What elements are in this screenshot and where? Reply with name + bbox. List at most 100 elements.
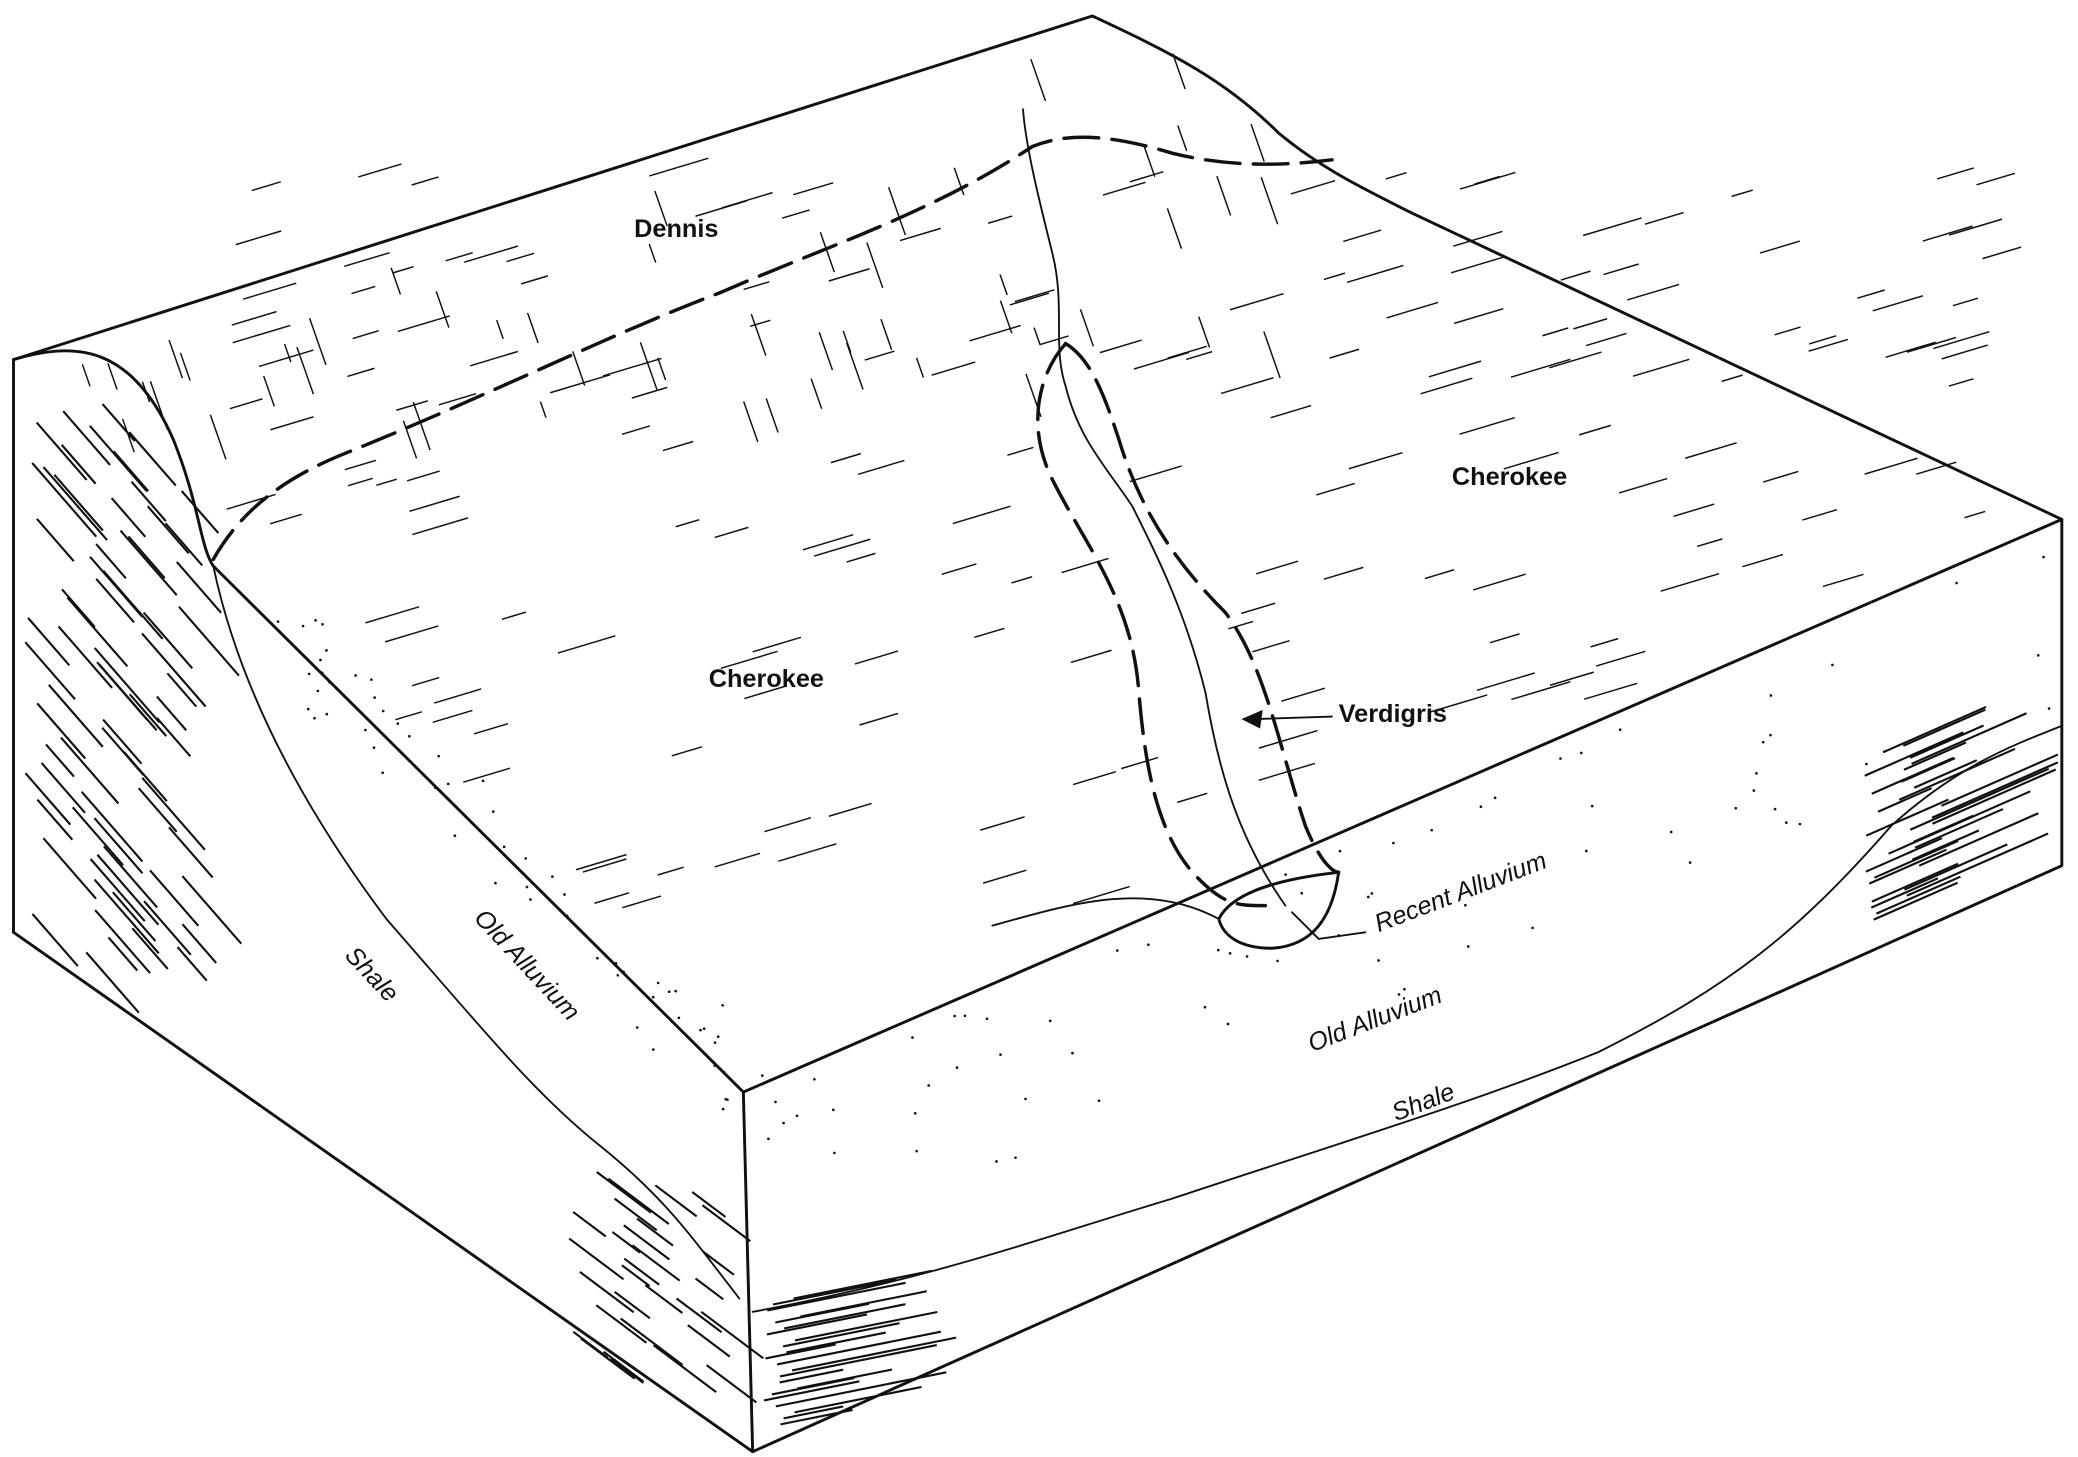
surface-stroke — [1129, 171, 1164, 183]
surface-stroke — [1660, 572, 1720, 592]
slope-stroke — [107, 362, 118, 390]
surface-stroke — [1385, 171, 1407, 180]
surface-stroke — [1922, 225, 1973, 242]
surface-stroke — [1133, 351, 1190, 370]
surface-stroke — [1453, 230, 1503, 247]
surface-stroke — [1774, 326, 1801, 336]
surface-stroke — [1476, 672, 1536, 692]
surface-stroke — [828, 802, 872, 817]
stipple-dot — [915, 1149, 918, 1153]
surface-stroke — [1102, 181, 1146, 196]
surface-stroke — [231, 310, 277, 326]
hatch-line — [607, 1177, 670, 1225]
surface-stroke — [899, 227, 941, 242]
hatch-line — [95, 578, 135, 623]
surface-stroke — [987, 215, 1013, 224]
hatch-line — [89, 425, 148, 493]
stipple-dot — [2042, 555, 2045, 559]
slope-stroke — [209, 414, 227, 460]
hatch-line — [62, 410, 111, 466]
stipple-dot — [307, 672, 311, 676]
hatch-line — [127, 535, 166, 579]
label-old-alluvium-front: Old Alluvium — [1304, 981, 1446, 1058]
hatch-line — [93, 878, 160, 955]
stipple-dot — [1024, 1097, 1027, 1101]
slope-stroke — [412, 401, 431, 451]
surface-stroke — [952, 505, 1011, 525]
surface-stroke — [1644, 211, 1684, 225]
surface-stroke — [721, 191, 773, 209]
hatch-line — [614, 1291, 651, 1320]
slope-stroke — [742, 401, 759, 443]
hatch-line — [45, 743, 75, 778]
stipple-dot — [1203, 1005, 1207, 1009]
surface-stroke — [1420, 377, 1473, 395]
stipple-dot — [1761, 740, 1765, 744]
label-dennis: Dennis — [634, 215, 718, 243]
surface-stroke — [344, 459, 377, 471]
surface-stroke — [969, 324, 1021, 342]
stipple-dot — [1882, 750, 1886, 753]
surface-stroke — [258, 349, 314, 368]
hatch-line — [141, 777, 206, 851]
hatch-line — [60, 736, 120, 805]
hatch-line — [620, 1317, 684, 1366]
slope-stroke — [887, 187, 907, 236]
hatch-line — [766, 1313, 868, 1336]
hatch-line — [1918, 812, 2039, 867]
hatch-line — [1888, 790, 2031, 855]
stipple-dot — [1865, 762, 1868, 766]
stipple-dot — [616, 973, 620, 977]
floodplain-edge — [991, 897, 1220, 927]
stipple-dot — [995, 1160, 998, 1163]
hatch-line — [1865, 837, 1943, 873]
stipple-dot — [635, 1026, 639, 1029]
surface-stroke — [432, 709, 473, 724]
surface-stroke — [270, 416, 314, 431]
hatch-line — [1865, 798, 1949, 837]
stipple-dot — [1618, 728, 1622, 732]
slope-stroke — [81, 364, 91, 387]
stipple-dot — [1773, 807, 1777, 811]
surface-stroke — [931, 361, 976, 376]
hatch-line — [652, 1344, 717, 1393]
stipple-dot — [381, 771, 384, 775]
stipple-dot — [524, 857, 528, 860]
stipple-dot — [721, 1003, 724, 1007]
surface-stroke — [1039, 335, 1069, 346]
dennis-contact-line — [211, 135, 1334, 562]
hatch-line — [782, 1322, 900, 1348]
hatch-line — [107, 936, 139, 972]
surface-stroke — [396, 400, 429, 411]
hatch-line — [568, 1237, 625, 1281]
slope-stroke — [121, 418, 135, 453]
surface-stroke — [392, 266, 414, 274]
stipple-dot — [1097, 1099, 1101, 1103]
surface-stroke — [1627, 283, 1680, 301]
surface-stroke — [352, 330, 379, 340]
surface-stroke — [520, 275, 549, 285]
stipple-dot — [1226, 1022, 1230, 1026]
surface-stroke — [1386, 301, 1439, 319]
surface-stroke — [1585, 332, 1627, 347]
surface-stroke — [1007, 446, 1034, 456]
surface-stroke — [1011, 576, 1033, 584]
surface-stroke — [1121, 756, 1159, 770]
surface-stroke — [506, 252, 535, 263]
hatch-line — [101, 403, 136, 442]
hatch-line — [784, 1303, 906, 1330]
hatch-line — [168, 826, 214, 879]
surface-stroke — [1323, 566, 1364, 580]
slope-stroke — [654, 190, 668, 227]
stipple-dot — [319, 658, 322, 662]
stipple-dot — [656, 981, 660, 985]
surface-stroke — [1511, 681, 1571, 701]
stipple-dot — [396, 722, 400, 725]
surface-stroke — [602, 357, 662, 377]
front-face-contact — [751, 724, 2063, 1313]
hatch-line — [579, 1271, 635, 1314]
surface-stroke — [473, 722, 509, 735]
hatch-line — [156, 717, 192, 757]
surface-stroke — [1864, 457, 1918, 475]
label-recent-alluvium: Recent Alluvium — [1371, 847, 1551, 938]
